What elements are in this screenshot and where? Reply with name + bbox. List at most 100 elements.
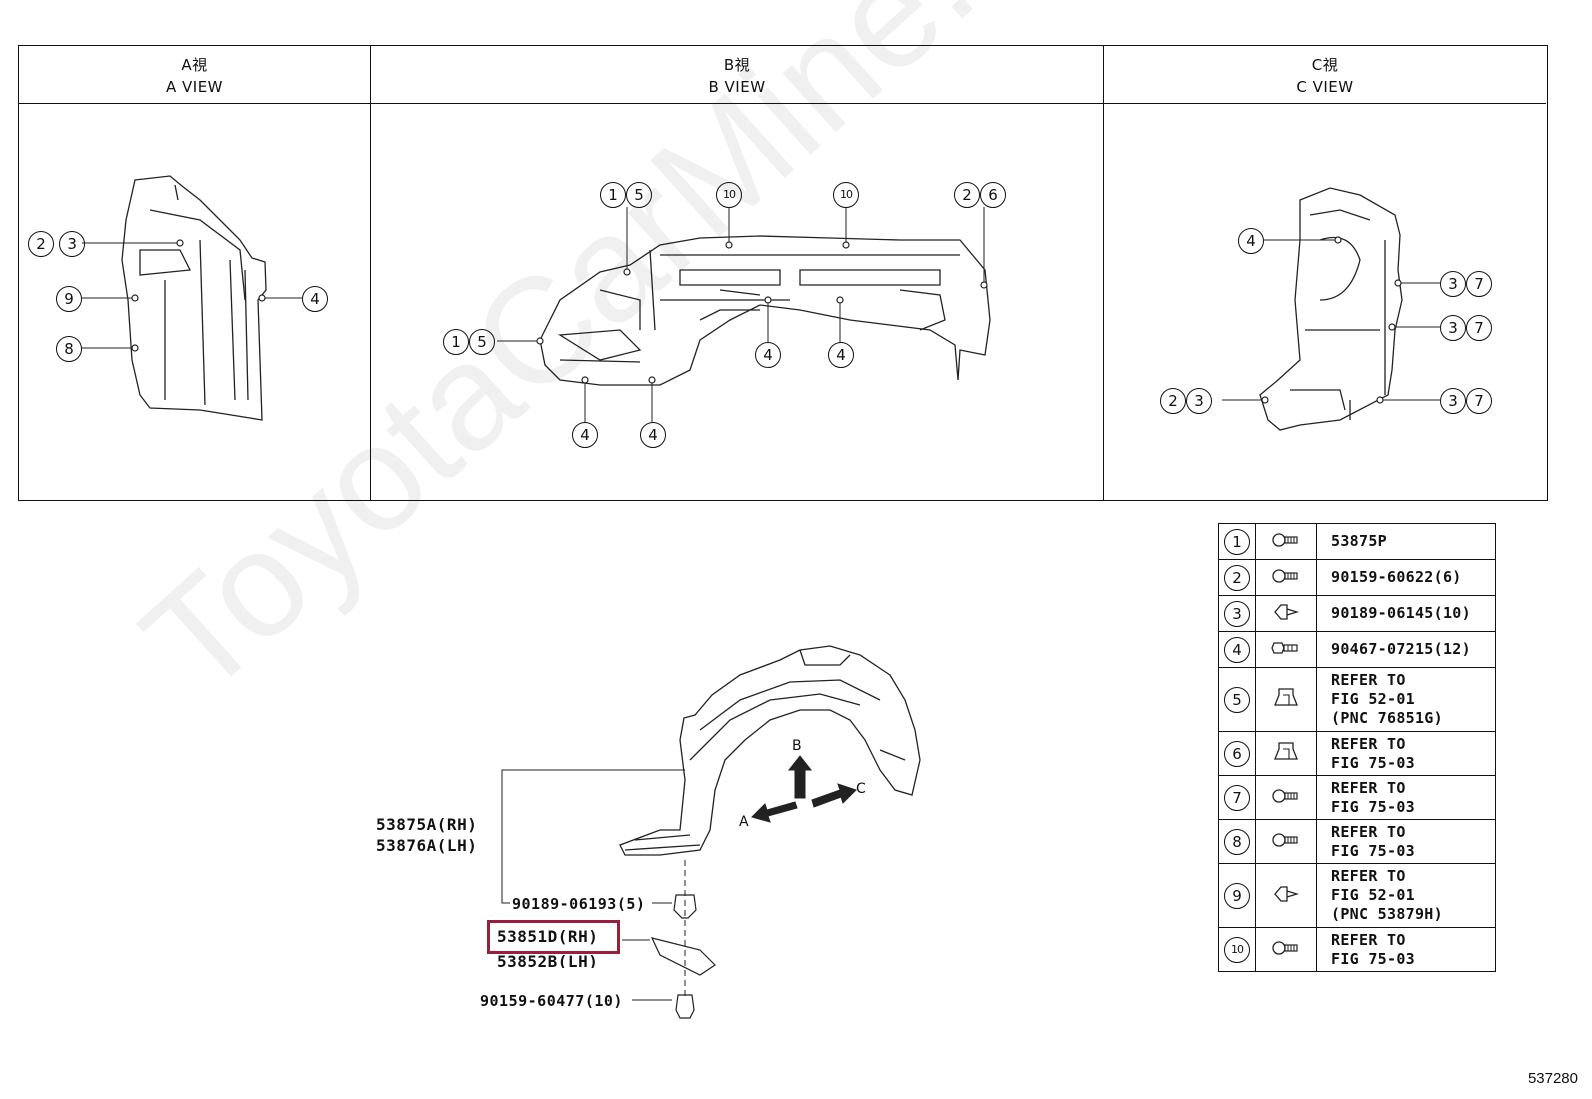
legend-number-circle: 7 bbox=[1224, 784, 1250, 811]
legend-number-circle: 2 bbox=[1224, 564, 1250, 591]
legend-number: 5 bbox=[1218, 667, 1256, 732]
legend-description-line: REFER TO bbox=[1331, 671, 1406, 689]
part-seal-rh[interactable]: 53851D(RH) bbox=[497, 927, 599, 946]
legend-number: 3 bbox=[1218, 595, 1256, 632]
figure-number: 537280 bbox=[1527, 1070, 1578, 1087]
arrow-b-icon bbox=[787, 755, 813, 799]
part-clip-top[interactable]: 90189-06193(5) bbox=[512, 895, 646, 913]
legend-description: 53875P bbox=[1316, 523, 1496, 560]
callout-b-10-b: 10 bbox=[833, 182, 859, 208]
callout-a-4: 4 bbox=[302, 286, 328, 312]
legend-number-circle: 9 bbox=[1224, 882, 1250, 909]
selected-part-highlight bbox=[487, 920, 620, 954]
screw-icon bbox=[1255, 927, 1317, 972]
view-b-jp-label: B視 bbox=[723, 56, 751, 74]
legend-number: 9 bbox=[1218, 863, 1256, 928]
part-liner-lh[interactable]: 53876A(LH) bbox=[376, 836, 478, 855]
fastener-legend-table: 1 53875P 2 90159-60622(6) 3 90189-06145(10) 4 9… bbox=[1218, 523, 1496, 972]
legend-number-circle: 10 bbox=[1224, 936, 1250, 963]
legend-description-line: REFER TO bbox=[1331, 778, 1406, 797]
legend-description-line: REFER TO bbox=[1331, 867, 1406, 885]
callout-b-4-d: 4 bbox=[640, 422, 666, 448]
legend-number-circle: 4 bbox=[1224, 636, 1250, 663]
callout-b-4-c: 4 bbox=[572, 422, 598, 448]
view-a-column: A視 A VIEW bbox=[19, 46, 370, 500]
legend-row[interactable]: 3 90189-06145(10) bbox=[1218, 595, 1496, 632]
legend-number-circle: 8 bbox=[1224, 828, 1250, 855]
view-a-liner-drawing bbox=[121, 175, 267, 421]
legend-number: 8 bbox=[1218, 819, 1256, 864]
callout-b-4-b: 4 bbox=[828, 342, 854, 368]
fastener-icon bbox=[1255, 731, 1317, 776]
bolt-icon bbox=[1255, 631, 1317, 668]
legend-row[interactable]: 4 90467-07215(12) bbox=[1218, 631, 1496, 668]
legend-description-line: 90159-60622(6) bbox=[1331, 568, 1462, 586]
arrow-c-icon bbox=[811, 783, 857, 808]
views-table: A視 A VIEW B視 B VIEW C視 C VIEW bbox=[18, 45, 1548, 501]
legend-number: 2 bbox=[1218, 559, 1256, 596]
legend-row[interactable]: 2 90159-60622(6) bbox=[1218, 559, 1496, 596]
legend-description: 90159-60622(6) bbox=[1316, 559, 1496, 596]
callout-a-8: 8 bbox=[56, 336, 82, 362]
legend-row[interactable]: 1 53875P bbox=[1218, 523, 1496, 560]
view-a-en-label: A VIEW bbox=[165, 78, 224, 96]
screw-icon bbox=[1255, 559, 1317, 596]
view-b-column: B視 B VIEW bbox=[370, 46, 1103, 500]
view-a-header: A視 A VIEW bbox=[19, 46, 370, 104]
view-c-column: C視 C VIEW bbox=[1103, 46, 1546, 500]
legend-description-line: FIG 75-03 bbox=[1331, 753, 1415, 772]
arrow-label-a: A bbox=[739, 814, 749, 830]
part-liner-rh[interactable]: 53875A(RH) bbox=[376, 815, 478, 834]
legend-description-line: 53875P bbox=[1331, 532, 1387, 550]
clip-icon bbox=[1255, 595, 1317, 632]
legend-number-circle: 5 bbox=[1224, 686, 1250, 713]
legend-description: 90189-06145(10) bbox=[1316, 595, 1496, 632]
legend-number: 4 bbox=[1218, 631, 1256, 668]
arrow-a-icon bbox=[751, 801, 798, 823]
view-c-en-label: C VIEW bbox=[1296, 78, 1354, 96]
callout-c-4: 4 bbox=[1238, 228, 1264, 254]
clip-fastener-drawing bbox=[673, 894, 697, 919]
view-b-header: B視 B VIEW bbox=[371, 46, 1103, 104]
screw-icon bbox=[1255, 819, 1317, 864]
legend-description-line: FIG 52-01 bbox=[1331, 886, 1415, 904]
view-c-liner-drawing bbox=[1259, 187, 1403, 431]
legend-description-line: FIG 52-01 bbox=[1331, 690, 1415, 708]
legend-description: 90467-07215(12) bbox=[1316, 631, 1496, 668]
legend-number: 6 bbox=[1218, 731, 1256, 776]
part-seal-lh[interactable]: 53852B(LH) bbox=[497, 952, 599, 968]
callout-circle: 2 bbox=[28, 231, 54, 257]
clip-icon bbox=[1255, 863, 1317, 928]
legend-description-line: REFER TO bbox=[1331, 734, 1406, 753]
screw-fastener-drawing bbox=[675, 994, 695, 1019]
legend-description-line: FIG 75-03 bbox=[1331, 949, 1415, 968]
callout-b-4-a: 4 bbox=[755, 342, 781, 368]
view-c-jp-label: C視 bbox=[1311, 56, 1339, 74]
view-b-en-label: B VIEW bbox=[708, 78, 766, 96]
legend-number: 1 bbox=[1218, 523, 1256, 560]
callout-circle: 3 bbox=[59, 231, 86, 257]
arrow-label-c: C bbox=[856, 781, 866, 797]
view-c-header: C視 C VIEW bbox=[1104, 46, 1546, 104]
part-screw-bottom[interactable]: 90159-60477(10) bbox=[480, 992, 623, 1010]
callout-a-2-3: 2 3 bbox=[28, 231, 86, 257]
legend-description-line: FIG 75-03 bbox=[1331, 797, 1415, 816]
